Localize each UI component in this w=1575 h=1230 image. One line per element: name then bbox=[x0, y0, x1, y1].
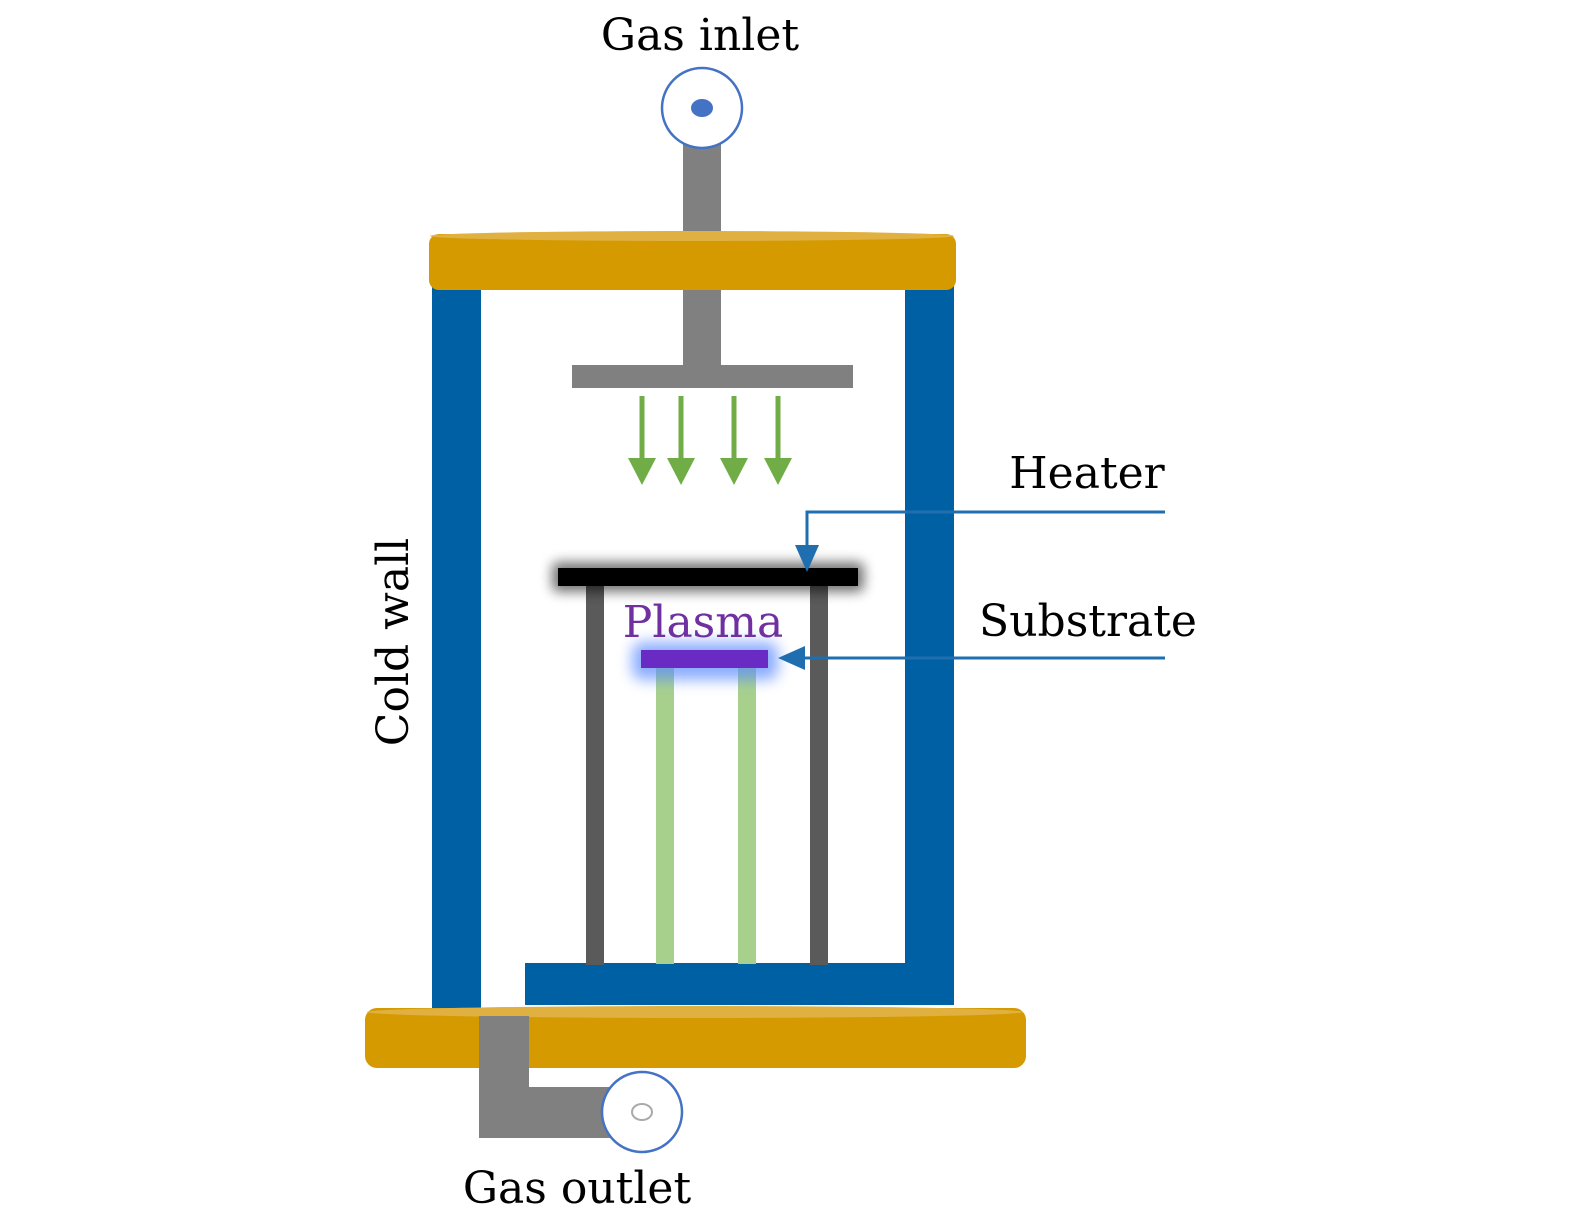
showerhead-stem bbox=[683, 290, 721, 368]
showerhead bbox=[572, 365, 853, 388]
heater-label: Heater bbox=[1009, 448, 1165, 499]
gas-outlet-valve bbox=[600, 1070, 684, 1154]
substrate bbox=[632, 642, 778, 680]
base-plate bbox=[525, 963, 954, 1005]
cold-wall-label: Cold wall bbox=[368, 538, 419, 746]
support-post-right bbox=[810, 585, 828, 965]
holder-rod-left bbox=[656, 668, 674, 964]
heater-plate bbox=[552, 562, 864, 592]
gas-arrow-icon bbox=[628, 396, 656, 485]
gas-arrow-icon bbox=[764, 396, 792, 485]
gas-inlet-label: Gas inlet bbox=[601, 10, 799, 61]
gas-arrow-icon bbox=[720, 396, 748, 485]
cold-wall-left bbox=[432, 280, 481, 1008]
gas-inlet-valve bbox=[660, 66, 744, 150]
support-post-left bbox=[586, 585, 604, 965]
outlet-pipe bbox=[479, 1016, 629, 1138]
cold-wall-right bbox=[905, 280, 954, 1005]
substrate-label: Substrate bbox=[979, 596, 1197, 647]
heater-leader-line bbox=[795, 510, 1165, 572]
bottom-flange bbox=[365, 1006, 1026, 1068]
plasma-label: Plasma bbox=[623, 597, 783, 648]
holder-rod-right bbox=[738, 668, 756, 964]
gas-flow-arrows bbox=[628, 396, 792, 485]
gas-outlet-label: Gas outlet bbox=[463, 1163, 692, 1214]
top-flange bbox=[429, 231, 956, 290]
gas-arrow-icon bbox=[667, 396, 695, 485]
